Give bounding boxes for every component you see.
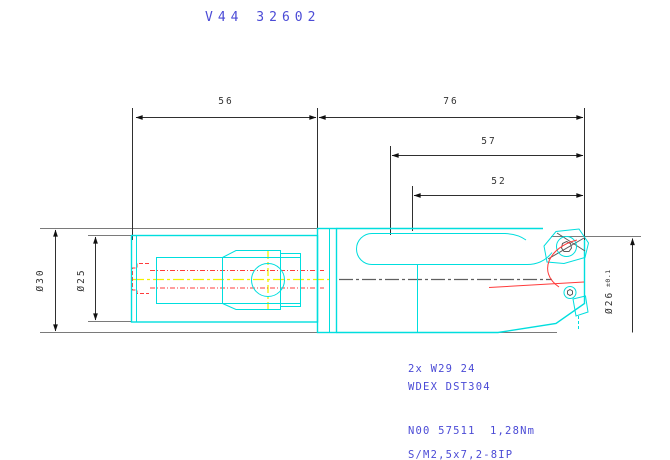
note-screw-spec: S/M2,5x7,2-8IP: [408, 449, 513, 460]
cutting-edge-profile: [488, 239, 585, 288]
shank-inner-pocket: [156, 257, 301, 304]
lower-screw-hole: [563, 286, 577, 299]
note-insert-count: 2x W29 24: [408, 363, 476, 375]
note-screw-part: N00 57511: [408, 425, 476, 437]
torx-screw-icon-small: [567, 288, 573, 297]
drawing-title: V44 32602: [205, 10, 320, 25]
dim-flute-length: 57: [481, 136, 496, 147]
insert-screw-hole: [556, 236, 577, 257]
dim-shank-length: 56: [218, 96, 233, 107]
clamp-hole: [251, 263, 285, 297]
dim-usable-length: 52: [491, 176, 506, 187]
dim-dia-collar: Ø30: [35, 268, 46, 291]
centerlines: [133, 251, 552, 309]
hidden-bore-end: [132, 263, 149, 294]
note-insert-type: WDEX DST304: [408, 381, 491, 393]
collar-outline: [316, 227, 338, 334]
dim-body-length: 76: [443, 96, 458, 107]
shank-outline: [130, 234, 319, 323]
dim-dia-drill: Ø26: [604, 291, 615, 314]
note-screw-torque: 1,28Nm: [490, 425, 535, 437]
body-bottom-outline: [336, 240, 586, 334]
collet-nut: [280, 253, 301, 307]
dim-dia-drill-tolerance: ±0.1: [604, 269, 612, 287]
insert-outline: [543, 228, 590, 265]
lower-insert-corner: [572, 295, 589, 317]
hidden-coolant-lines: [132, 263, 324, 294]
dim-dia-shank: Ø25: [76, 268, 87, 291]
torx-screw-icon: [560, 240, 573, 252]
flute-contour: [356, 233, 553, 265]
extension-lines: [40, 108, 641, 333]
tool-outline: [130, 227, 590, 334]
dimension-lines: [53, 115, 635, 333]
